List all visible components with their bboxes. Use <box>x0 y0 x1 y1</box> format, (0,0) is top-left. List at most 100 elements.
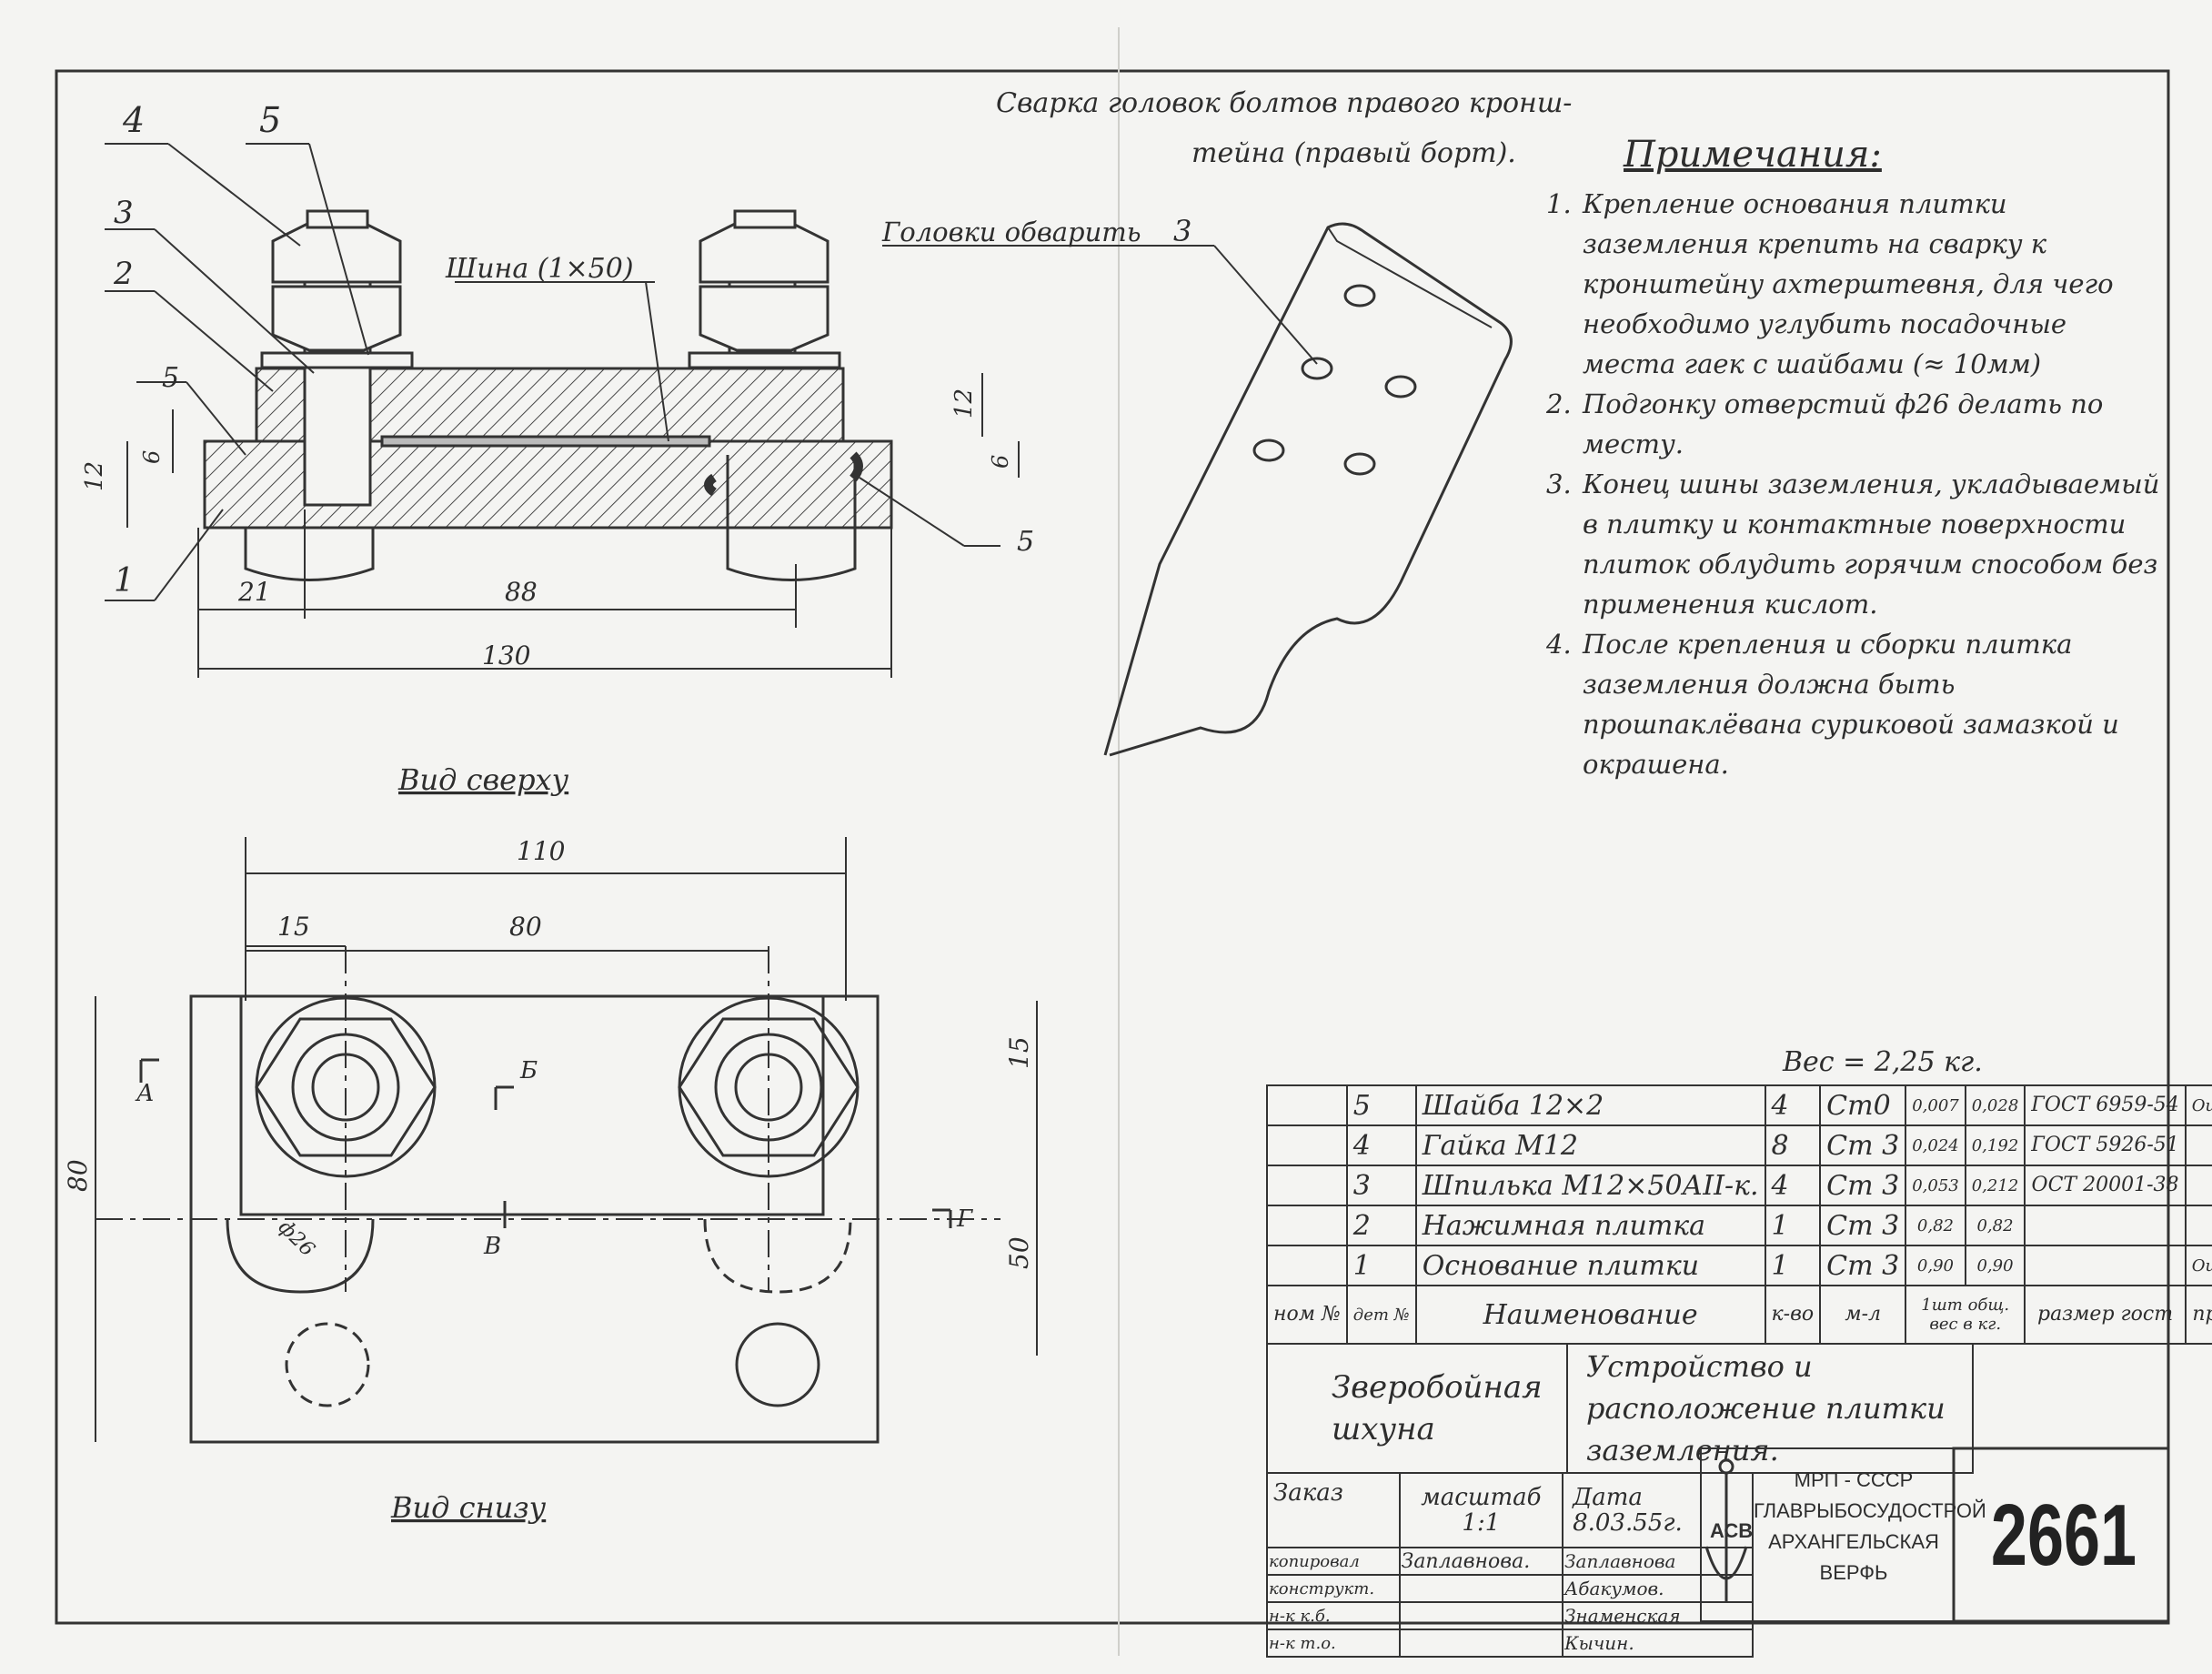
bom-weight-total: 0,90 <box>1964 1245 2026 1286</box>
note-text: Крепление основания плитки заземления кр… <box>1583 188 2114 379</box>
bom-pos: 3 <box>1345 1165 1417 1206</box>
right-slot <box>703 1218 852 1294</box>
section-mark-a: А <box>135 1080 155 1107</box>
table-row: 5 Шайба 12×2 4 Ст0 0,007 0,028 ГОСТ 6959… <box>1266 1084 2212 1126</box>
callout-1: 1 <box>114 562 135 600</box>
bom-note: —"— <box>2184 1165 2212 1206</box>
notes-block: Примечания: 1. Крепление основания плитк… <box>1546 135 2165 784</box>
table-row: 4 Гайка М12 8 Ст 3 0,024 0,192 ГОСТ 5926… <box>1266 1124 2212 1166</box>
note-number: 4. <box>1546 629 1572 660</box>
bom-weight-total: 0,028 <box>1964 1084 2026 1126</box>
bom-qty: 1 <box>1764 1245 1822 1286</box>
note-number: 3. <box>1546 469 1572 499</box>
bom-standard <box>2024 1205 2187 1246</box>
org-department: ГЛАВРЫБОСУДОСТРОЙ <box>1754 1499 1986 1522</box>
vessel-name: Зверобойная шхуна <box>1266 1343 1568 1474</box>
section-mark-g: Г <box>956 1205 973 1233</box>
date-cell: Дата 8.03.55г. <box>1562 1472 1754 1548</box>
bus-label: Шина (1×50) <box>445 253 634 285</box>
dim-12-right: 12 <box>950 388 978 418</box>
note-item: 1. Крепление основания плитки заземления… <box>1546 184 2165 384</box>
weld-mark-right: 5 <box>1017 526 1034 558</box>
left-counterbore <box>244 528 375 581</box>
total-weight: Вес = 2,25 кг. <box>1783 1046 1983 1078</box>
callout-5: 5 <box>259 100 281 140</box>
note-text: Конец шины заземления, укладываемый в пл… <box>1583 469 2160 620</box>
left-nut-lower <box>271 285 402 352</box>
bom-pos: 2 <box>1345 1205 1417 1246</box>
org-ministry: МРП - СССР <box>1794 1468 1914 1491</box>
header-material: м-л <box>1819 1285 1907 1345</box>
sheet-number: 2661 <box>1990 1487 2137 1584</box>
bom-name: Шайба 12×2 <box>1414 1084 1766 1126</box>
bom-weight-total: 0,212 <box>1964 1165 2026 1206</box>
table-row: 2 Нажимная плитка 1 Ст 3 0,82 0,82 —"— <box>1266 1205 2212 1246</box>
bom-material: Ст 3 <box>1819 1245 1907 1286</box>
section-mark-b: Б <box>519 1057 538 1084</box>
bom-qty: 4 <box>1764 1165 1822 1206</box>
header-part: дет № <box>1345 1285 1417 1345</box>
role-name <box>1398 1601 1564 1630</box>
bom-material: Ст 3 <box>1819 1165 1907 1206</box>
pressure-plate-plan <box>239 994 825 1216</box>
bottom-view <box>95 837 1038 1444</box>
section-mark-v: В <box>483 1233 501 1260</box>
bracket-sketch <box>882 222 1513 757</box>
org-shipyard: АРХАНГЕЛЬСКАЯ <box>1768 1530 1939 1553</box>
left-slot <box>226 1218 375 1294</box>
bom-material: Ст 3 <box>1819 1205 1907 1246</box>
note-text: Подгонку отверстий ф26 делать по месту. <box>1583 388 2104 459</box>
bill-of-materials: 5 Шайба 12×2 4 Ст0 0,007 0,028 ГОСТ 6959… <box>1266 1084 2212 1658</box>
header-name: Наименование <box>1414 1285 1766 1345</box>
role-label: конструкт. <box>1266 1574 1401 1603</box>
role-signature: Кычин. <box>1562 1629 1754 1658</box>
right-washer <box>688 351 841 369</box>
date-label: Дата <box>1573 1484 1643 1511</box>
bom-note: —"— <box>2184 1205 2212 1246</box>
dim-6-right: 6 <box>988 455 1013 469</box>
bom-name: Основание плитки <box>1414 1245 1766 1286</box>
organization-block: МРП - СССР ГЛАВРЫБОСУДОСТРОЙ АРХАНГЕЛЬСК… <box>1754 1465 1986 1588</box>
bom-weight-total: 0,192 <box>1964 1124 2026 1166</box>
weld-mark-left: 5 <box>162 362 179 394</box>
dim-110: 110 <box>517 836 565 866</box>
right-counterbore <box>726 455 857 581</box>
right-nut-upper <box>699 221 830 284</box>
bom-pos: 5 <box>1345 1084 1417 1126</box>
role-label: копировал <box>1266 1547 1401 1576</box>
bom-weight-unit: 0,053 <box>1905 1165 1966 1206</box>
bom-material: Ст0 <box>1819 1084 1907 1126</box>
dim-6-left: 6 <box>139 450 165 464</box>
right-nut-lower <box>699 285 830 352</box>
right-hole <box>735 1322 820 1407</box>
header-weight: 1шт общ. вес в кг. <box>1905 1285 2026 1345</box>
dim-80-top: 80 <box>509 912 542 942</box>
org-shipyard-type: ВЕРФЬ <box>1819 1561 1888 1584</box>
header-pos: ном № <box>1266 1285 1348 1345</box>
note-item: 4. После крепления и сборки плитка зазем… <box>1546 624 2165 784</box>
note-text: После крепления и сборки плитка заземлен… <box>1583 629 2119 780</box>
dim-50: 50 <box>1004 1236 1034 1269</box>
weld-size: 3 <box>1173 214 1191 248</box>
weld-note: Головки обварить <box>881 217 1141 247</box>
table-header-row: ном № дет № Наименование к-во м-л 1шт об… <box>1266 1285 2212 1345</box>
table-row: 3 Шпилька М12×50АII-к. 4 Ст 3 0,053 0,21… <box>1266 1165 2212 1206</box>
side-view <box>105 143 1020 678</box>
left-nut-plan <box>255 1017 437 1157</box>
dim-12-left: 12 <box>81 461 108 491</box>
drawing-title-line2: тейна (правый борт). <box>1191 137 1516 169</box>
table-row: 1 Основание плитки 1 Ст 3 0,90 0,90 Оцин… <box>1266 1245 2212 1286</box>
bom-pos: 1 <box>1345 1245 1417 1286</box>
dim-88: 88 <box>505 577 538 607</box>
role-signature: Знаменская <box>1562 1601 1754 1630</box>
bom-standard: ГОСТ 6959-54 <box>2024 1084 2187 1126</box>
role-label: н-к т.о. <box>1266 1629 1401 1658</box>
role-signature: Абакумов. <box>1562 1574 1754 1603</box>
notes-heading: Примечания: <box>1624 134 1882 176</box>
bom-standard <box>2024 1245 2187 1286</box>
callout-2: 2 <box>113 256 134 292</box>
order-label: Заказ <box>1266 1472 1401 1548</box>
bom-note: —"— <box>2184 1124 2212 1166</box>
